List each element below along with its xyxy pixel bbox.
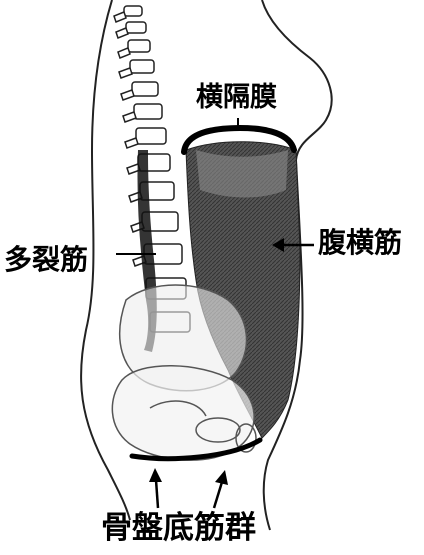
pelvic-floor-arrow-right	[214, 470, 228, 508]
pelvic-floor-arrow-left	[149, 468, 162, 508]
diaphragm-label: 横隔膜	[196, 84, 277, 111]
pelvic-floor-label: 骨盤底筋群	[101, 513, 256, 544]
transversus-inner-shade	[196, 150, 288, 198]
multifidus-label: 多裂筋	[4, 246, 88, 274]
pelvis	[112, 285, 256, 460]
transversus-abdominis-label: 腹横筋	[318, 229, 402, 257]
